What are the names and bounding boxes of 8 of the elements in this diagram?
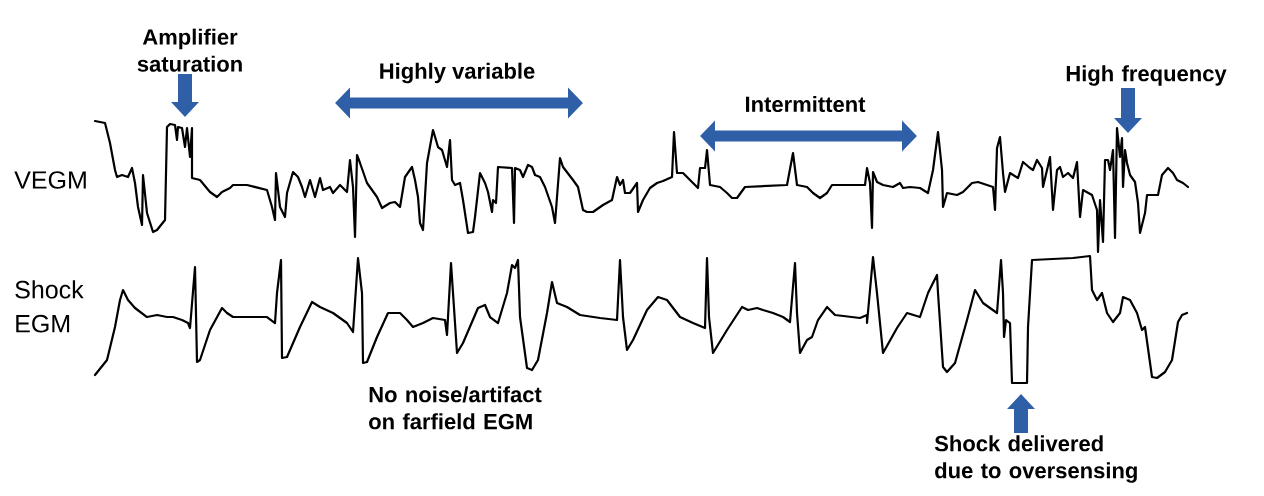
trace-label: Shock EGM: [15, 280, 84, 333]
annotation-text: No noise/artifact on farfield EGM: [369, 386, 542, 430]
annotation-text: Amplifier saturation: [137, 28, 242, 72]
span-label: Highly variable: [380, 62, 535, 84]
trace-label: VEGM: [14, 171, 86, 189]
annotation-text: High frequency: [1066, 65, 1227, 86]
annotation-text: Shock delivered due to oversensing: [934, 435, 1137, 483]
span-label: Intermittent: [746, 95, 866, 113]
